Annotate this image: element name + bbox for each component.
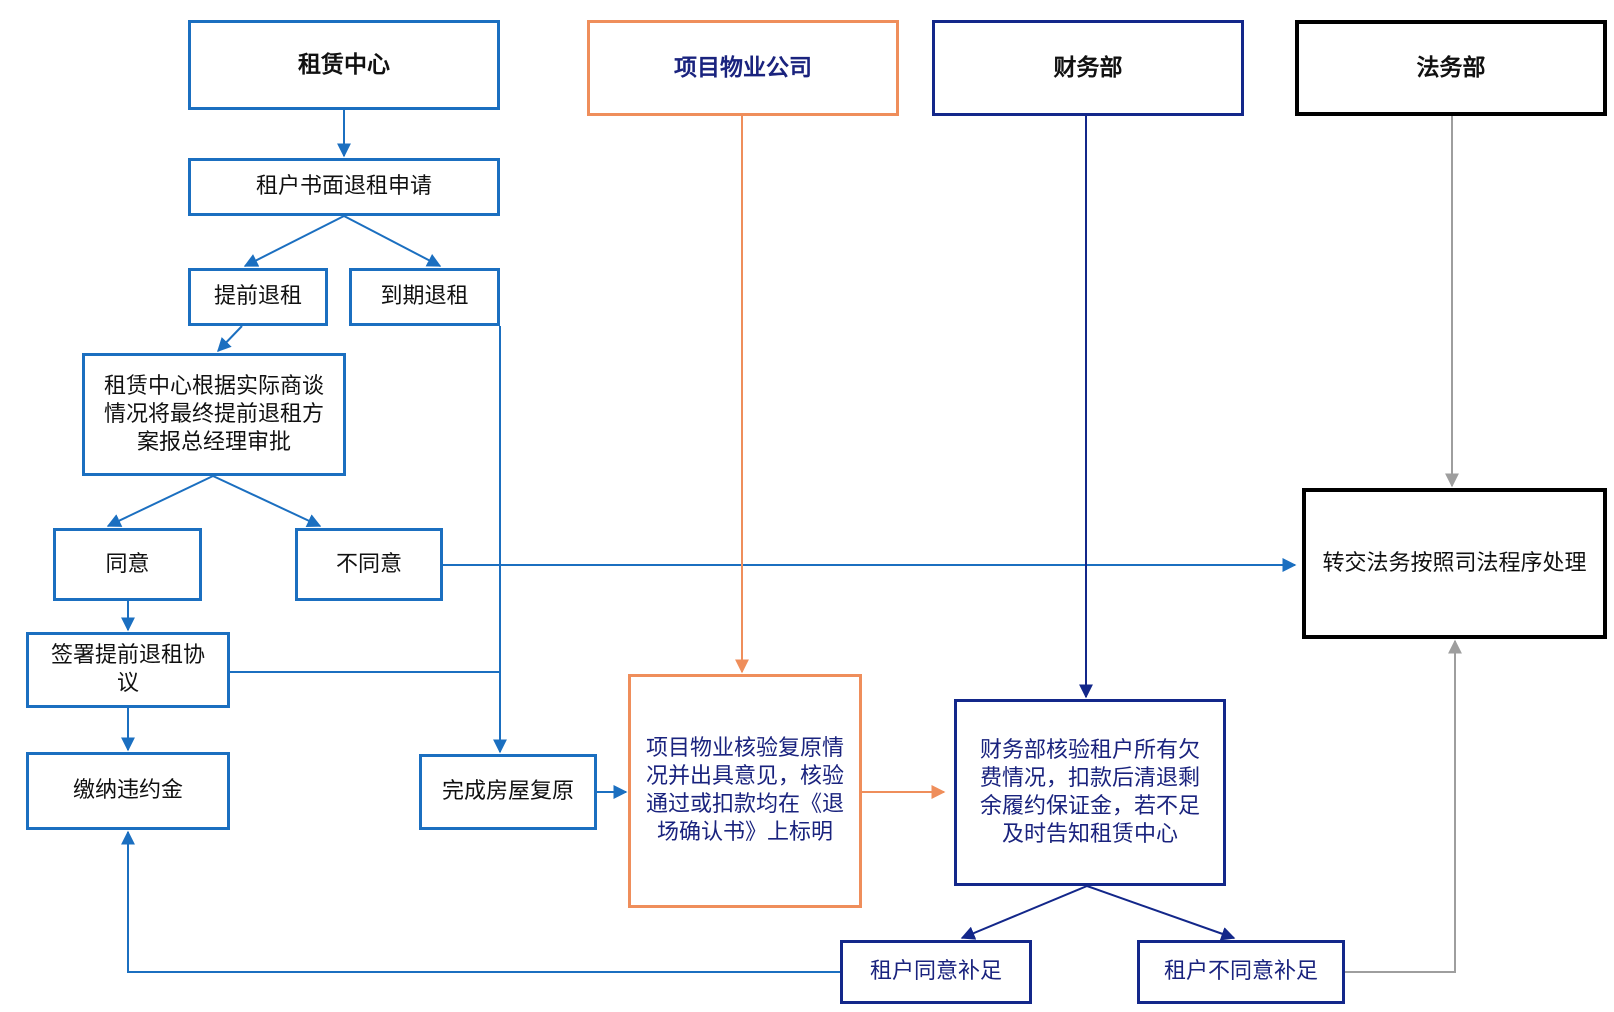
node-sign-agreement: 签署提前退租协议 [26, 632, 230, 708]
header-property-company: 项目物业公司 [587, 20, 899, 116]
node-report-approval: 租赁中心根据实际商谈情况将最终提前退租方案报总经理审批 [82, 353, 346, 476]
arrow-finance-to-tenant-agree [960, 885, 1088, 940]
node-restore-house: 完成房屋复原 [419, 754, 597, 830]
node-expire-termination: 到期退租 [349, 268, 500, 326]
arrow-early-to-report [217, 325, 243, 353]
arrow-tenant-agree-to-penalty [121, 830, 840, 973]
header-leasing-center: 租赁中心 [188, 20, 500, 110]
node-early-termination: 提前退租 [188, 268, 328, 326]
node-apply: 租户书面退租申请 [188, 158, 500, 216]
node-disagree: 不同意 [295, 528, 443, 601]
arrow-report-to-agree [106, 475, 214, 527]
arrow-finance-to-tenant-disagree [1086, 885, 1236, 941]
node-tenant-agree-topup: 租户同意补足 [840, 940, 1032, 1004]
arrow-apply-to-early [243, 215, 345, 267]
arrow-report-to-disagree [212, 475, 322, 528]
arrow-apply-to-expire [343, 215, 442, 267]
node-property-check: 项目物业核验复原情况并出具意见，核验通过或扣款均在《退场确认书》上标明 [628, 674, 862, 908]
node-agree: 同意 [53, 528, 202, 601]
node-tenant-disagree-topup: 租户不同意补足 [1137, 940, 1345, 1004]
node-finance-check: 财务部核验租户所有欠费情况，扣款后清退剩余履约保证金，若不足及时告知租赁中心 [954, 699, 1226, 886]
node-legal-handle: 转交法务按照司法程序处理 [1302, 488, 1607, 639]
header-legal: 法务部 [1295, 20, 1607, 116]
node-pay-penalty: 缴纳违约金 [26, 752, 230, 830]
arrow-tenant-disagree-to-legal [1345, 639, 1462, 973]
header-finance: 财务部 [932, 20, 1244, 116]
